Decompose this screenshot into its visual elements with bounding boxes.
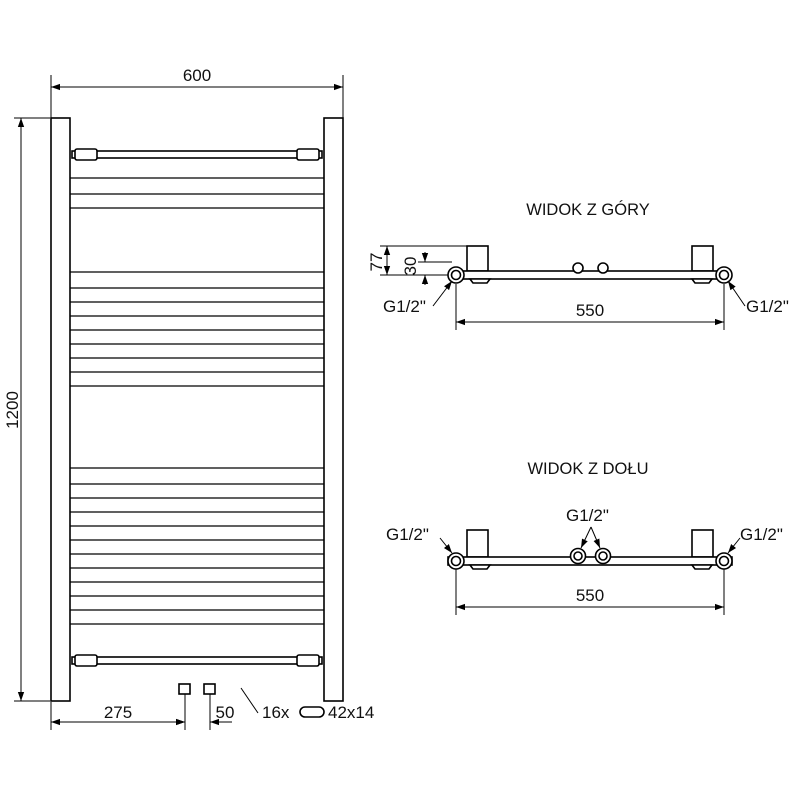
front-view: 600 1200 275 50: [3, 66, 374, 730]
connector-right-leader: [727, 280, 746, 307]
bottom-bar-cap-right: [296, 654, 320, 667]
wall-bracket-left: [466, 529, 489, 558]
connector-center-label: G1/2": [566, 506, 609, 525]
connector-center-leader-right: [590, 526, 601, 549]
rail-group: [70, 177, 324, 625]
wall-bracket-left: [466, 245, 489, 272]
radiator-body-bottom: [447, 556, 733, 566]
tube-section-icon: [299, 706, 325, 718]
top-bar-cap-left: [74, 148, 98, 161]
inlet-stub-left: [178, 683, 191, 695]
depth-label: 77: [367, 253, 386, 272]
top-bar-cap-right: [296, 148, 320, 161]
inlet-stub-right: [203, 683, 216, 695]
top-spacing-label: 550: [576, 301, 604, 320]
pipe-spacing-label: 50: [216, 703, 235, 722]
connector-left-leader: [439, 537, 453, 554]
wall-bracket-right: [691, 245, 714, 272]
width-label: 600: [183, 66, 211, 85]
wall-bracket-right: [691, 529, 714, 558]
offset-label: 30: [401, 257, 420, 276]
left-post: [50, 117, 71, 702]
bottom-view: WIDOK Z DOŁU G1/2" G1/2" G1/2" 550: [386, 460, 783, 615]
bottom-view-title: WIDOK Z DOŁU: [527, 460, 648, 478]
tube-count-label: 16x: [262, 703, 290, 722]
connector-right-leader: [727, 537, 741, 554]
right-post: [323, 117, 344, 702]
bottom-bar-cap-left: [74, 654, 98, 667]
connector-right-label: G1/2": [746, 297, 789, 316]
valve-nub-right: [597, 262, 609, 274]
connector-right-label: G1/2": [740, 525, 783, 544]
top-bar: [71, 148, 323, 161]
bottom-bar: [71, 654, 323, 667]
connector-left-leader: [432, 280, 453, 307]
pipe-offset-label: 275: [104, 703, 132, 722]
radiator-body-top: [455, 270, 725, 280]
top-view: WIDOK Z GÓRY 77 30 G1/2" G1/2": [367, 200, 789, 330]
connector-left-label: G1/2": [386, 525, 429, 544]
bottom-spacing-label: 550: [576, 586, 604, 605]
tube-leader-line: [240, 687, 259, 714]
connector-left-label: G1/2": [383, 297, 426, 316]
height-label: 1200: [3, 391, 22, 429]
tube-section-label: 42x14: [328, 703, 374, 722]
top-view-title: WIDOK Z GÓRY: [526, 200, 649, 219]
valve-nub-left: [572, 262, 584, 274]
connector-center-leader-left: [580, 526, 592, 549]
